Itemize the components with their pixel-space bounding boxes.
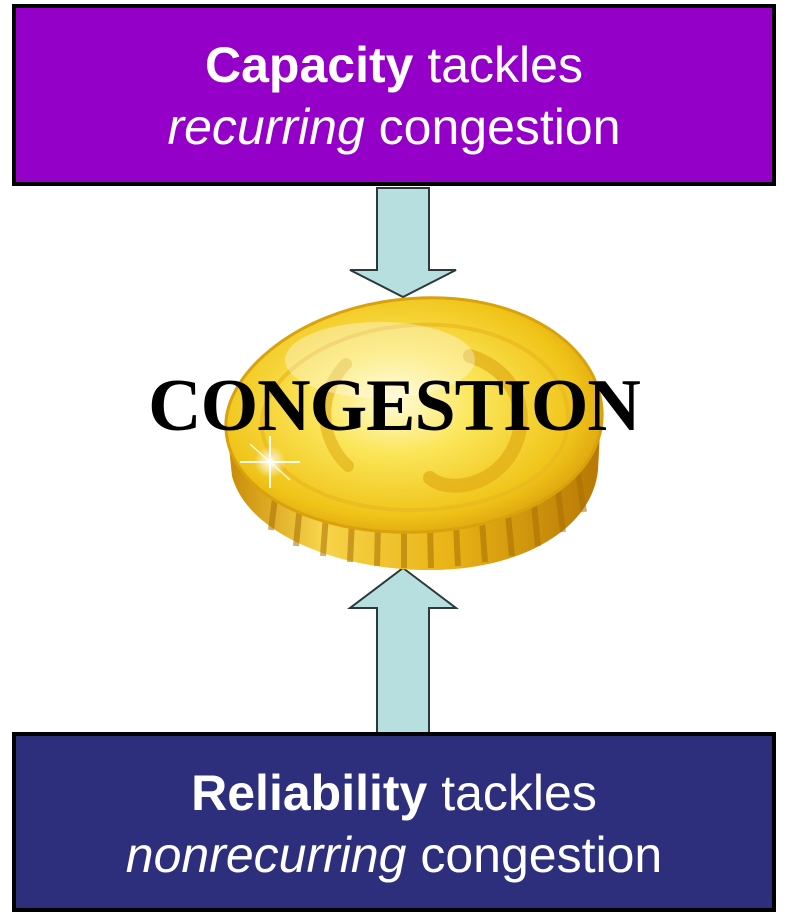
capacity-object: congestion xyxy=(364,99,621,155)
congestion-label: CONGESTION xyxy=(148,365,641,447)
capacity-term: Capacity xyxy=(205,37,414,93)
capacity-line-2: recurring congestion xyxy=(16,96,772,158)
nonrecurring-term: nonrecurring xyxy=(125,827,407,883)
reliability-box: Reliability tackles nonrecurring congest… xyxy=(12,732,776,912)
reliability-verb: tackles xyxy=(427,765,597,821)
reliability-object: congestion xyxy=(406,827,663,883)
down-arrow-icon xyxy=(349,187,457,299)
recurring-term: recurring xyxy=(167,99,365,155)
reliability-line-1: Reliability tackles xyxy=(16,762,772,824)
reliability-term: Reliability xyxy=(191,765,428,821)
capacity-verb: tackles xyxy=(413,37,583,93)
capacity-box: Capacity tackles recurring congestion xyxy=(12,4,776,186)
gold-coin-icon xyxy=(224,296,604,570)
capacity-line-1: Capacity tackles xyxy=(16,34,772,96)
reliability-line-2: nonrecurring congestion xyxy=(16,824,772,886)
up-arrow-icon xyxy=(347,566,459,735)
